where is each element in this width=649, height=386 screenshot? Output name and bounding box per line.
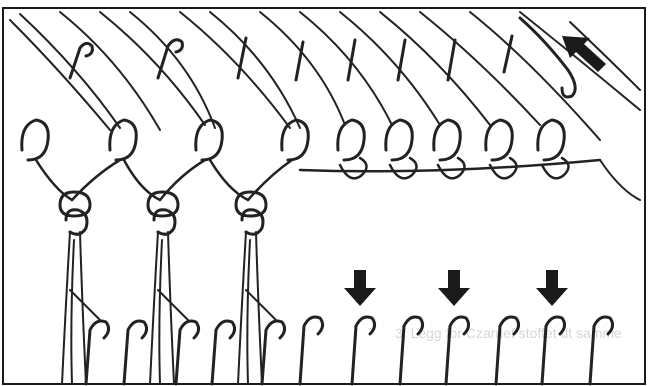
needle-hook xyxy=(158,40,182,78)
needle-hook xyxy=(448,40,455,80)
needle-hook xyxy=(70,43,92,78)
stitch-loop xyxy=(434,120,460,160)
stitch-loop xyxy=(22,120,48,160)
diagonal-threads xyxy=(10,12,640,140)
bound-off-knots xyxy=(300,158,640,200)
bottom-needle xyxy=(86,321,109,384)
stitch-loop xyxy=(196,120,222,160)
chain-connectors xyxy=(36,160,292,234)
bottom-needle xyxy=(300,317,323,384)
arrow-down-icon xyxy=(536,270,568,306)
stitch-loop xyxy=(386,120,412,160)
arrow-up-left-icon xyxy=(562,36,606,72)
show-through-caption: 3. Legg for Czarnet stoffet ut samme xyxy=(395,325,622,341)
chain-link xyxy=(154,210,175,235)
arrow-down-icon xyxy=(438,270,470,306)
bottom-needle xyxy=(176,321,199,384)
arrow-down-icon xyxy=(344,270,376,306)
stitch-loop xyxy=(338,120,364,160)
hanging-threads xyxy=(62,232,276,384)
top-right-hook xyxy=(520,18,575,97)
bottom-needle xyxy=(212,321,235,384)
stitch-loop xyxy=(110,120,136,160)
bottom-needle xyxy=(262,321,285,384)
stitch-loop-row xyxy=(22,120,564,160)
stitch-loop xyxy=(282,120,308,160)
chain-link xyxy=(66,210,87,235)
bottom-needle xyxy=(124,321,147,384)
chain-link xyxy=(242,210,263,235)
top-hook-row xyxy=(70,18,575,97)
stitch-loop xyxy=(486,120,512,160)
stitch-loop xyxy=(538,120,564,160)
bottom-needle xyxy=(352,317,375,384)
